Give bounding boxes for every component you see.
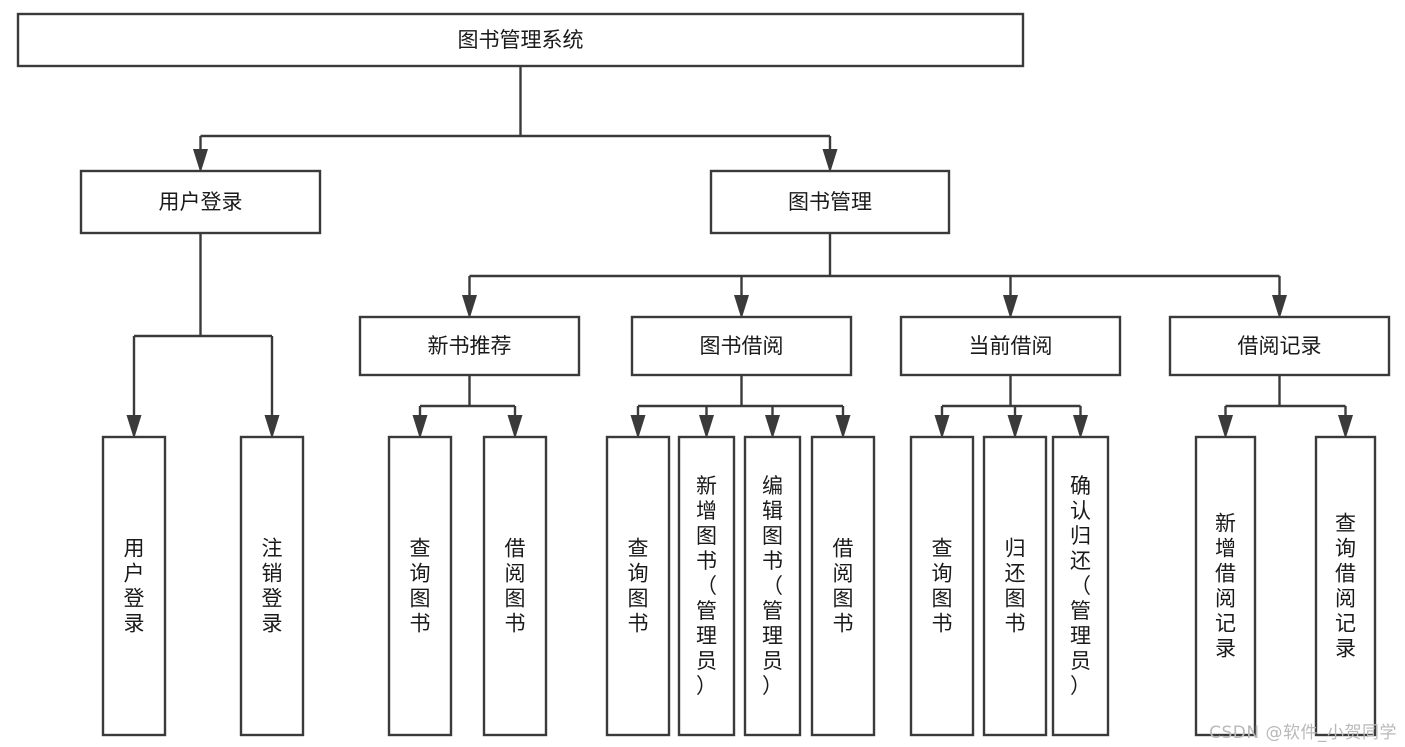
node-leaf-edit-book[interactable]: 编辑图书（管理员） bbox=[743, 435, 802, 737]
node-user-login[interactable]: 用户登录 bbox=[79, 169, 322, 235]
node-root[interactable]: 图书管理系统 bbox=[16, 12, 1025, 68]
edge-arrowhead bbox=[630, 415, 646, 439]
edge-arrowhead bbox=[765, 415, 780, 439]
edge-arrowhead bbox=[699, 415, 714, 439]
edge-arrowhead bbox=[835, 415, 851, 439]
node-label: 查询图书 bbox=[932, 537, 953, 636]
node-leaf-query-book-3[interactable]: 查询图书 bbox=[909, 435, 975, 737]
node-leaf-confirm-return[interactable]: 确认归还（管理员） bbox=[1051, 435, 1110, 737]
node-box[interactable] bbox=[482, 435, 548, 737]
node-box[interactable] bbox=[810, 435, 876, 737]
node-label: 用户登录 bbox=[159, 190, 243, 214]
node-leaf-return-book[interactable]: 归还图书 bbox=[982, 435, 1048, 737]
node-leaf-borrow-book-2[interactable]: 借阅图书 bbox=[810, 435, 876, 737]
nodes-layer: 图书管理系统用户登录图书管理新书推荐图书借阅当前借阅借阅记录用户登录注销登录查询… bbox=[16, 12, 1391, 737]
edge-arrowhead bbox=[1218, 415, 1233, 439]
node-label: 注销登录 bbox=[262, 537, 283, 636]
edge-arrowhead bbox=[264, 415, 280, 439]
node-label: 借阅记录 bbox=[1238, 334, 1322, 358]
node-box[interactable] bbox=[677, 435, 736, 737]
node-label: 用户登录 bbox=[124, 537, 145, 636]
node-label: 新书推荐 bbox=[428, 334, 512, 358]
node-box[interactable] bbox=[982, 435, 1048, 737]
node-box[interactable] bbox=[605, 435, 671, 737]
node-leaf-query-book-1[interactable]: 查询图书 bbox=[387, 435, 453, 737]
node-label: 新增借阅记录 bbox=[1215, 512, 1236, 661]
node-book-borrow[interactable]: 图书借阅 bbox=[630, 315, 853, 377]
node-current-borrow[interactable]: 当前借阅 bbox=[899, 315, 1122, 377]
node-box[interactable] bbox=[387, 435, 453, 737]
node-box[interactable] bbox=[899, 315, 1122, 377]
edge-arrowhead bbox=[1003, 295, 1018, 319]
edge-arrowhead bbox=[193, 149, 208, 173]
edge-arrowhead bbox=[507, 415, 523, 439]
node-box[interactable] bbox=[16, 12, 1025, 68]
edge-arrowhead bbox=[822, 149, 838, 173]
edge-arrowhead bbox=[462, 295, 477, 319]
node-box[interactable] bbox=[709, 169, 951, 235]
node-label: 图书管理系统 bbox=[458, 28, 584, 52]
node-book-manage[interactable]: 图书管理 bbox=[709, 169, 951, 235]
node-leaf-add-record[interactable]: 新增借阅记录 bbox=[1194, 435, 1257, 737]
node-leaf-borrow-book-1[interactable]: 借阅图书 bbox=[482, 435, 548, 737]
edge-arrowhead bbox=[126, 415, 142, 439]
node-label: 借阅图书 bbox=[833, 537, 854, 636]
edge-arrowhead bbox=[1007, 415, 1023, 439]
node-box[interactable] bbox=[358, 315, 581, 377]
node-leaf-query-book-2[interactable]: 查询图书 bbox=[605, 435, 671, 737]
node-label: 查询图书 bbox=[628, 537, 649, 636]
node-box[interactable] bbox=[1314, 435, 1377, 737]
edge-arrowhead bbox=[1272, 295, 1287, 319]
node-label: 当前借阅 bbox=[969, 334, 1053, 358]
node-box[interactable] bbox=[101, 435, 167, 737]
node-box[interactable] bbox=[79, 169, 322, 235]
edges-layer bbox=[126, 66, 1353, 439]
node-box[interactable] bbox=[1051, 435, 1110, 737]
node-label: 编辑图书（管理员） bbox=[762, 474, 783, 698]
edge-arrowhead bbox=[1338, 415, 1353, 439]
node-box[interactable] bbox=[1194, 435, 1257, 737]
node-label: 图书借阅 bbox=[700, 334, 784, 358]
edge-arrowhead bbox=[412, 415, 428, 439]
node-leaf-user-logout[interactable]: 注销登录 bbox=[239, 435, 305, 737]
node-label: 确认归还（管理员） bbox=[1070, 474, 1091, 698]
node-label: 新增图书（管理员） bbox=[696, 474, 717, 698]
node-leaf-query-record[interactable]: 查询借阅记录 bbox=[1314, 435, 1377, 737]
node-borrow-record[interactable]: 借阅记录 bbox=[1168, 315, 1391, 377]
edge-arrowhead bbox=[734, 295, 749, 319]
node-label: 查询图书 bbox=[410, 537, 431, 636]
node-new-book-rec[interactable]: 新书推荐 bbox=[358, 315, 581, 377]
node-box[interactable] bbox=[909, 435, 975, 737]
node-label: 图书管理 bbox=[788, 190, 872, 214]
edge-arrowhead bbox=[934, 415, 950, 439]
node-leaf-add-book[interactable]: 新增图书（管理员） bbox=[677, 435, 736, 737]
edge-arrowhead bbox=[1073, 415, 1088, 439]
node-leaf-user-login[interactable]: 用户登录 bbox=[101, 435, 167, 737]
node-box[interactable] bbox=[1168, 315, 1391, 377]
node-box[interactable] bbox=[743, 435, 802, 737]
node-label: 查询借阅记录 bbox=[1335, 512, 1356, 661]
node-label: 归还图书 bbox=[1005, 537, 1026, 636]
node-label: 借阅图书 bbox=[505, 537, 526, 636]
node-box[interactable] bbox=[630, 315, 853, 377]
node-box[interactable] bbox=[239, 435, 305, 737]
